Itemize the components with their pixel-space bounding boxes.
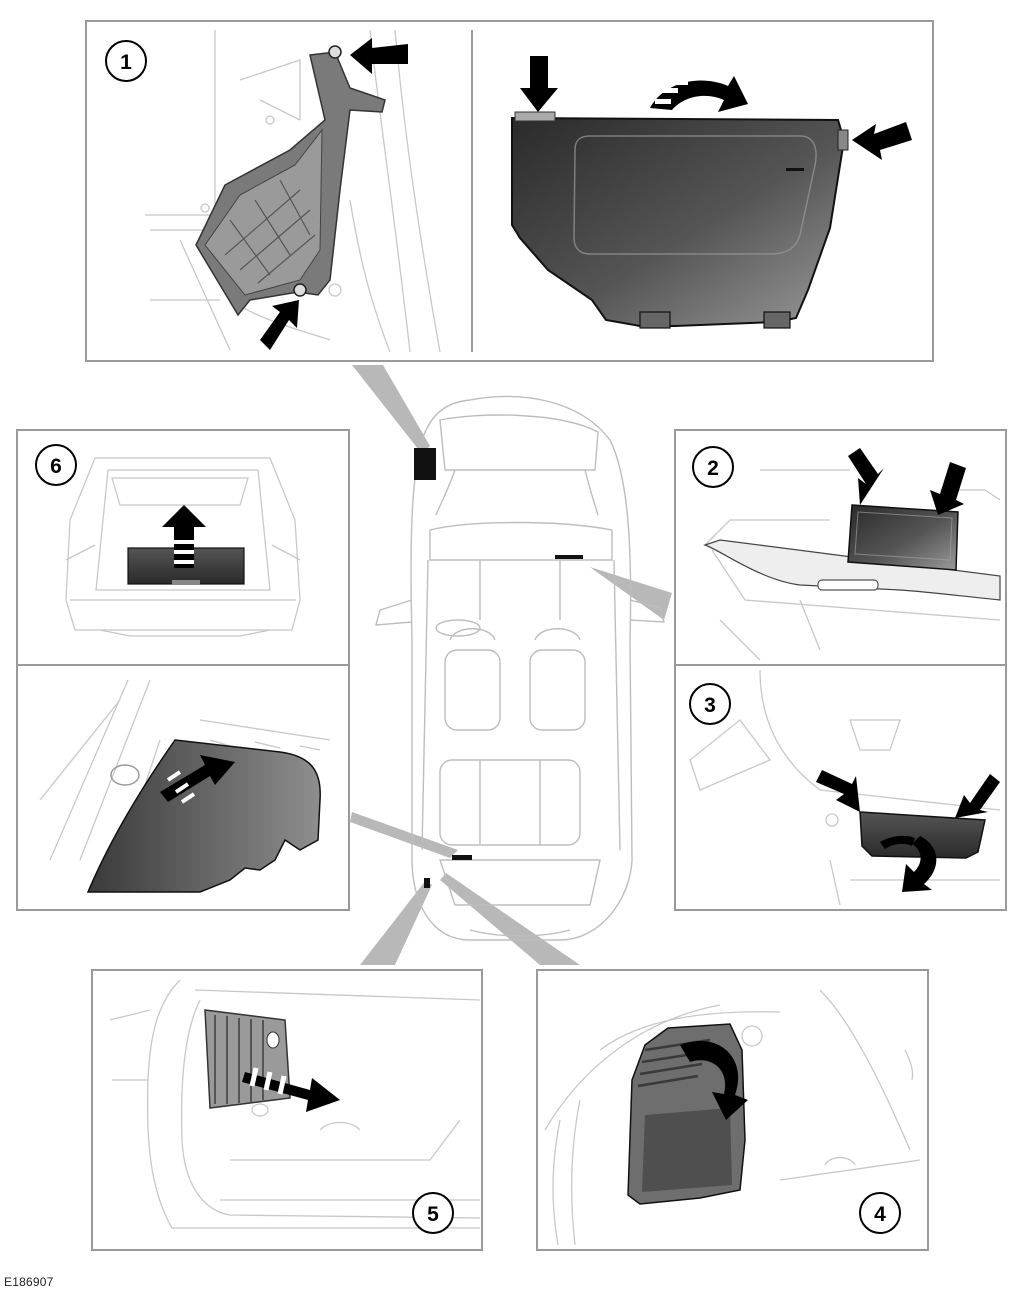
boot-opening-line-art <box>109 979 481 1229</box>
rotate-arrow-icon <box>650 76 748 112</box>
location-marker-5 <box>424 878 430 888</box>
push-arrow-icon <box>520 56 558 112</box>
pillar-line-art <box>145 29 441 353</box>
push-arrow-icon <box>260 300 299 350</box>
rotate-arrow-icon <box>880 835 937 892</box>
panel-4: 4 <box>536 969 929 1251</box>
boot-side-cover <box>86 739 321 893</box>
slide-arrow-icon <box>160 755 235 804</box>
callout-2: 2 <box>707 457 719 480</box>
push-arrow-icon <box>848 448 884 505</box>
boot-trim-line-art <box>544 989 921 1246</box>
push-arrow-icon <box>930 462 966 515</box>
callout-3: 3 <box>704 694 716 717</box>
location-marker-2 <box>555 555 583 559</box>
rear-car-line-art <box>65 457 301 637</box>
pointer-wedge-6 <box>350 812 458 858</box>
lift-arrow-icon <box>162 505 206 568</box>
location-marker-6 <box>452 855 472 860</box>
callout-4: 4 <box>874 1203 886 1226</box>
panel-6: 6 <box>16 429 350 911</box>
push-arrow-icon <box>852 122 912 160</box>
dash-line-art <box>689 669 1001 906</box>
boot-side-grille-cover <box>204 1009 291 1109</box>
push-arrow-icon <box>350 38 408 74</box>
panel-1: 1 <box>85 20 934 362</box>
push-arrow-icon <box>816 770 860 812</box>
glovebox-fuse-cover <box>847 504 959 571</box>
pointer-wedge-5 <box>360 880 432 965</box>
slide-arrow-icon <box>242 1067 340 1112</box>
callout-1: 1 <box>120 51 132 74</box>
figure-id: E186907 <box>4 1275 54 1289</box>
fuse-box-cover <box>511 116 846 327</box>
pointer-wedge-1 <box>352 365 430 454</box>
panel-5: 5 <box>91 969 483 1251</box>
callout-6: 6 <box>50 455 62 478</box>
callout-5: 5 <box>427 1203 439 1226</box>
push-arrow-icon <box>955 774 1000 818</box>
pointer-wedges <box>350 365 672 965</box>
rotate-arrow-icon <box>680 1041 748 1120</box>
lower-dash-fuse-cover <box>859 811 986 859</box>
location-marker-1 <box>414 448 436 480</box>
panel-3: 3 <box>689 669 1001 906</box>
pointer-wedge-4 <box>440 873 580 965</box>
